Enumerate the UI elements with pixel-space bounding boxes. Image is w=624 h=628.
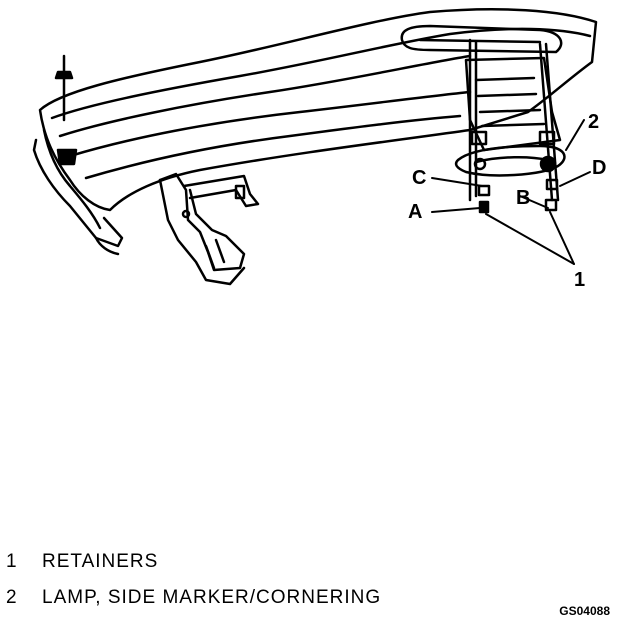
retainers xyxy=(477,178,559,214)
lamp-opening xyxy=(400,24,563,54)
legend-item: 1 RETAINERS xyxy=(6,551,606,573)
bumper-fascia xyxy=(32,7,598,256)
bumper-lamp-diagram xyxy=(32,7,598,286)
callout-leaders xyxy=(431,119,591,265)
mounting-bracket xyxy=(158,172,260,286)
callout-b: B xyxy=(516,187,531,209)
callout-c: C xyxy=(412,167,427,189)
side-marker-lamp xyxy=(454,38,566,202)
legend-item: 2 LAMP, SIDE MARKER/CORNERING xyxy=(6,587,606,609)
figure-id: GS04088 xyxy=(559,604,610,618)
legend-text: LAMP, SIDE MARKER/CORNERING xyxy=(42,587,382,608)
legend-number: 1 xyxy=(6,551,18,572)
callout-1: 1 xyxy=(574,269,586,291)
fastener-post xyxy=(54,54,78,166)
legend-number: 2 xyxy=(6,587,18,608)
callout-d: D xyxy=(592,157,607,179)
legend-text: RETAINERS xyxy=(42,551,159,572)
callout-2: 2 xyxy=(588,111,600,133)
callout-a: A xyxy=(408,201,423,223)
